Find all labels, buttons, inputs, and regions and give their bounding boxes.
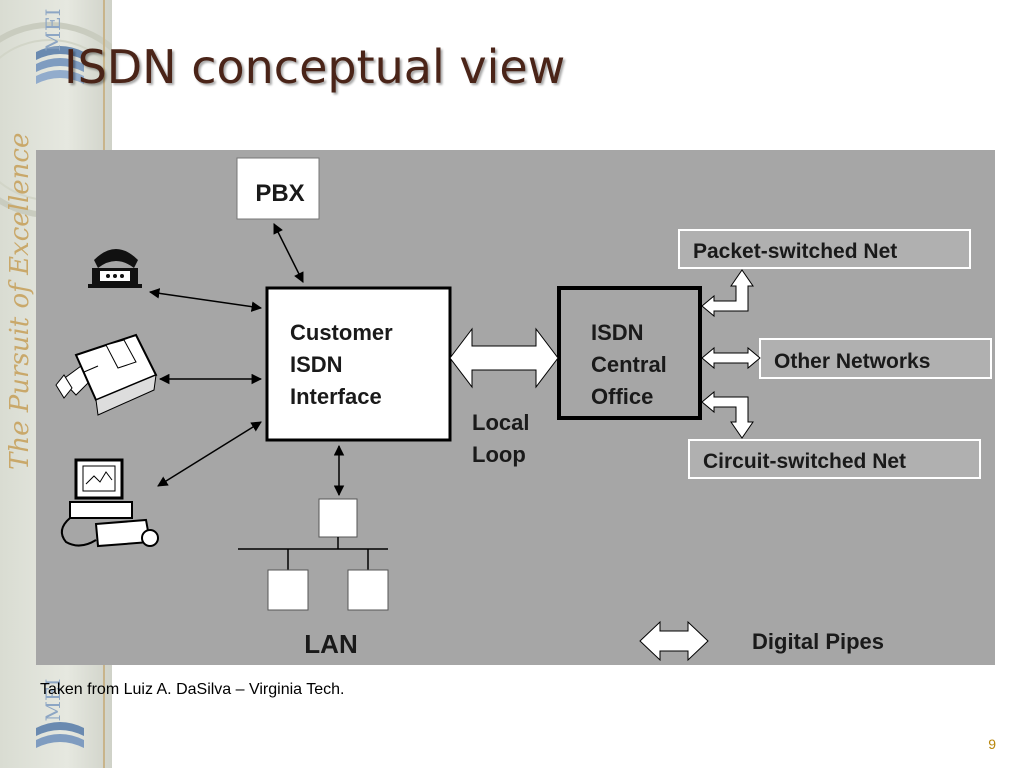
pbx-box [236, 157, 320, 220]
fax-icon [55, 333, 158, 416]
customer-label-1: Customer [290, 320, 393, 345]
central-label-2: Central [591, 352, 667, 377]
packet-net-label: Packet-switched Net [693, 240, 897, 263]
lan-group: LAN [238, 498, 389, 659]
local-loop-pipe [449, 327, 559, 389]
local-loop-label-1: Local [472, 410, 529, 435]
other-networks-pipe [701, 346, 761, 370]
legend-label: Digital Pipes [752, 629, 884, 654]
central-label-3: Office [591, 384, 653, 409]
svg-text:ISDN: ISDN [290, 352, 343, 377]
svg-text:ISDN: ISDN [591, 320, 644, 345]
isdn-diagram: PBX Custome [36, 150, 995, 665]
computer-connector [157, 421, 262, 487]
sidebar-motto: The Pursuit of Excellence [5, 133, 35, 470]
lan-node-top [318, 498, 358, 538]
svg-text:Loop: Loop [472, 442, 526, 467]
page-number: 9 [988, 736, 996, 752]
university-logo-top: MEI [36, 9, 84, 84]
lan-node-right [347, 569, 389, 611]
source-credit: Taken from Luiz A. DaSilva – Virginia Te… [40, 681, 345, 698]
svg-text:Local: Local [472, 410, 529, 435]
packet-net-pipe [701, 269, 754, 318]
logo-text-bottom: MEI [41, 679, 65, 722]
customer-interface-box [265, 286, 452, 442]
customer-label-2: ISDN [290, 352, 343, 377]
telephone-connector [148, 288, 263, 312]
svg-text:Interface: Interface [290, 384, 382, 409]
local-loop-label-2: Loop [472, 442, 526, 467]
lan-label: LAN [304, 629, 357, 659]
central-label-1: ISDN [591, 320, 644, 345]
circuit-net-box [688, 439, 981, 479]
circuit-net-pipe [701, 390, 754, 439]
logo-text-top: MEI [41, 9, 65, 52]
other-networks-label: Other Networks [774, 350, 930, 373]
circuit-net-label: Circuit-switched Net [703, 450, 906, 473]
central-office-box [557, 286, 702, 420]
svg-text:Office: Office [591, 384, 653, 409]
slide-title: ISDN conceptual view [64, 40, 566, 94]
packet-net-box [678, 229, 971, 269]
telephone-icon [88, 249, 142, 288]
pbx-label: PBX [255, 180, 304, 207]
computer-icon [60, 458, 159, 548]
customer-label-3: Interface [290, 384, 382, 409]
other-networks-box [759, 338, 992, 379]
svg-text:Central: Central [591, 352, 667, 377]
pbx-connector [273, 223, 304, 283]
svg-text:Customer: Customer [290, 320, 393, 345]
legend-pipe-icon [639, 620, 709, 662]
university-logo-bottom: MEI [36, 679, 84, 748]
lan-node-left [267, 569, 309, 611]
